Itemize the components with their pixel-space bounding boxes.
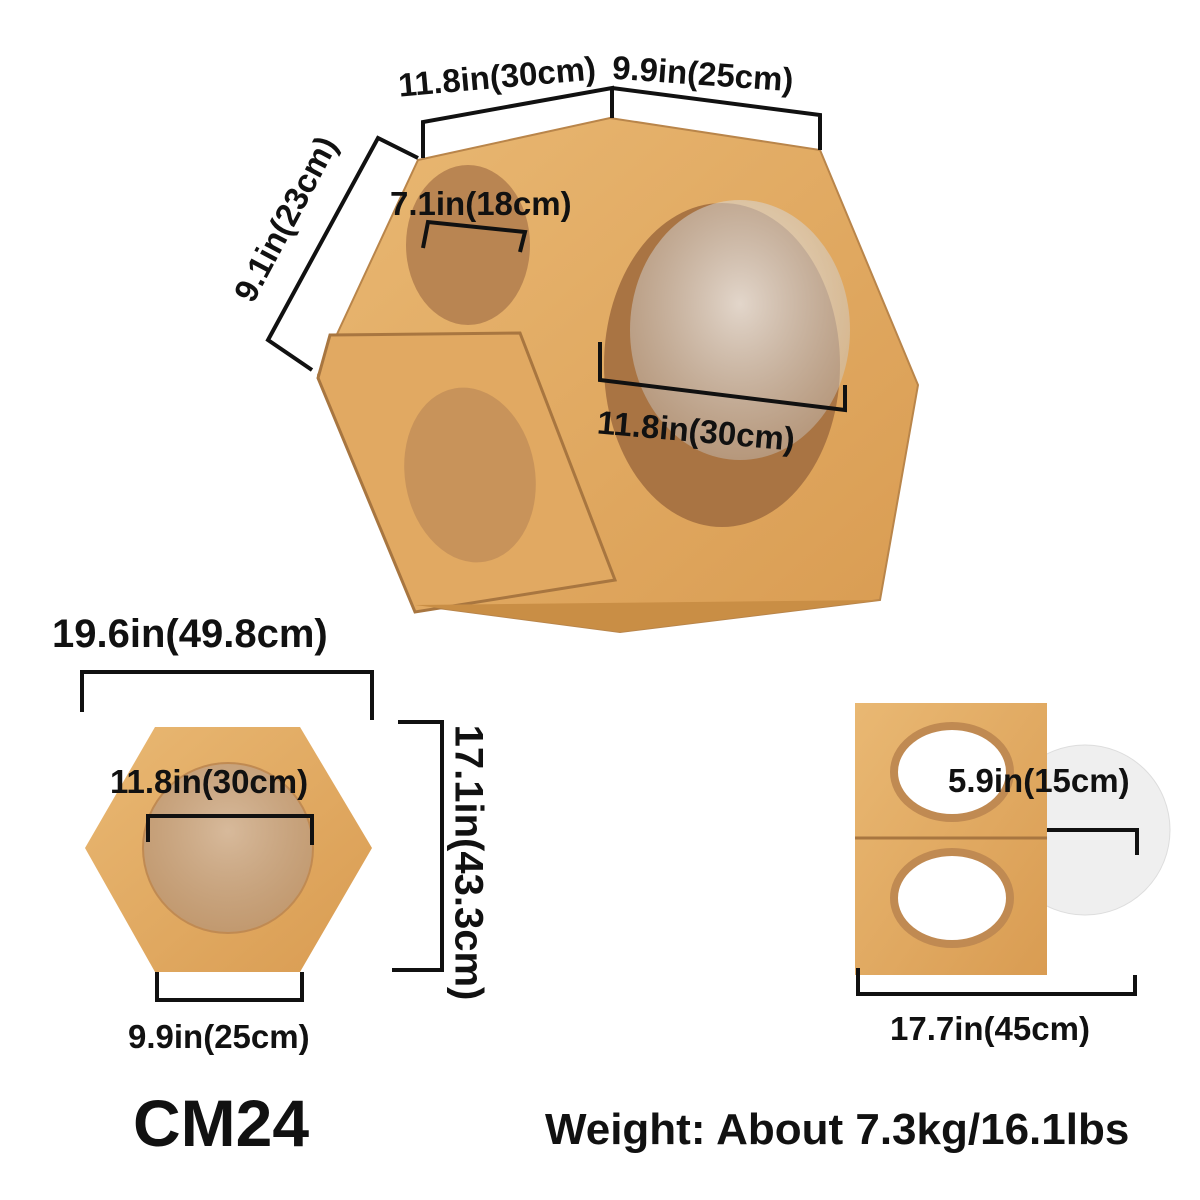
front-width-dimension: 19.6in(49.8cm) <box>52 612 328 656</box>
front-bubble-dimension: 11.8in(30cm) <box>110 763 309 800</box>
front-height-dimension: 17.1in(43.3cm) <box>446 724 491 1001</box>
main-view-cat-house <box>316 116 920 634</box>
side-depth-dimension: 17.7in(45cm) <box>890 1010 1090 1047</box>
product-code: CM24 <box>133 1086 310 1160</box>
dimension-lines <box>80 85 1139 1002</box>
weight-label: Weight: About 7.3kg/16.1lbs <box>545 1105 1130 1154</box>
small-hole-dimension: 7.1in(18cm) <box>390 185 572 222</box>
bubble-depth-dimension: 5.9in(15cm) <box>948 762 1130 799</box>
front-bottom-edge-dimension: 9.9in(25cm) <box>128 1018 310 1055</box>
side-view-cat-house <box>855 703 1171 975</box>
front-view-hexagon <box>85 727 372 972</box>
